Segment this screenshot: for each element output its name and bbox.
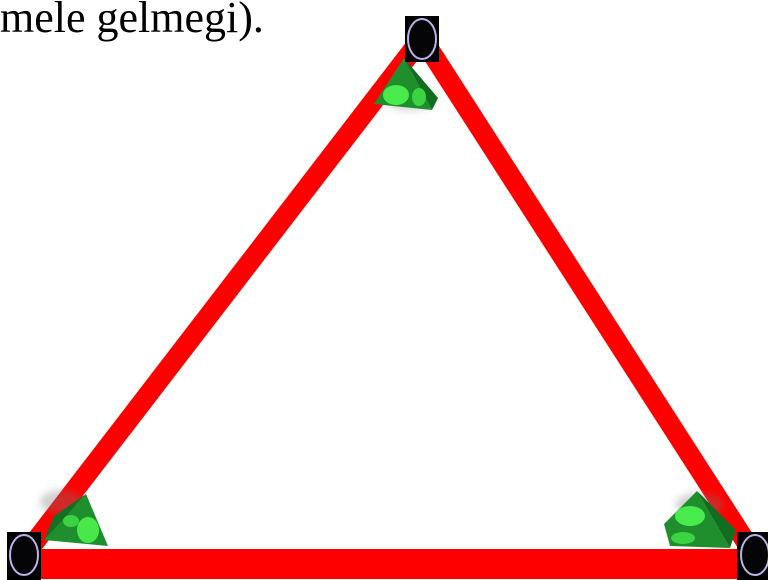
triangle-side-left <box>24 38 422 556</box>
bottom-right-vertex-marker <box>737 532 768 580</box>
top-vertex-marker <box>405 16 439 62</box>
bottom-left-vertex-marker <box>7 532 41 580</box>
triangle-side-bottom <box>24 549 755 579</box>
triangle-side-right <box>422 38 755 556</box>
